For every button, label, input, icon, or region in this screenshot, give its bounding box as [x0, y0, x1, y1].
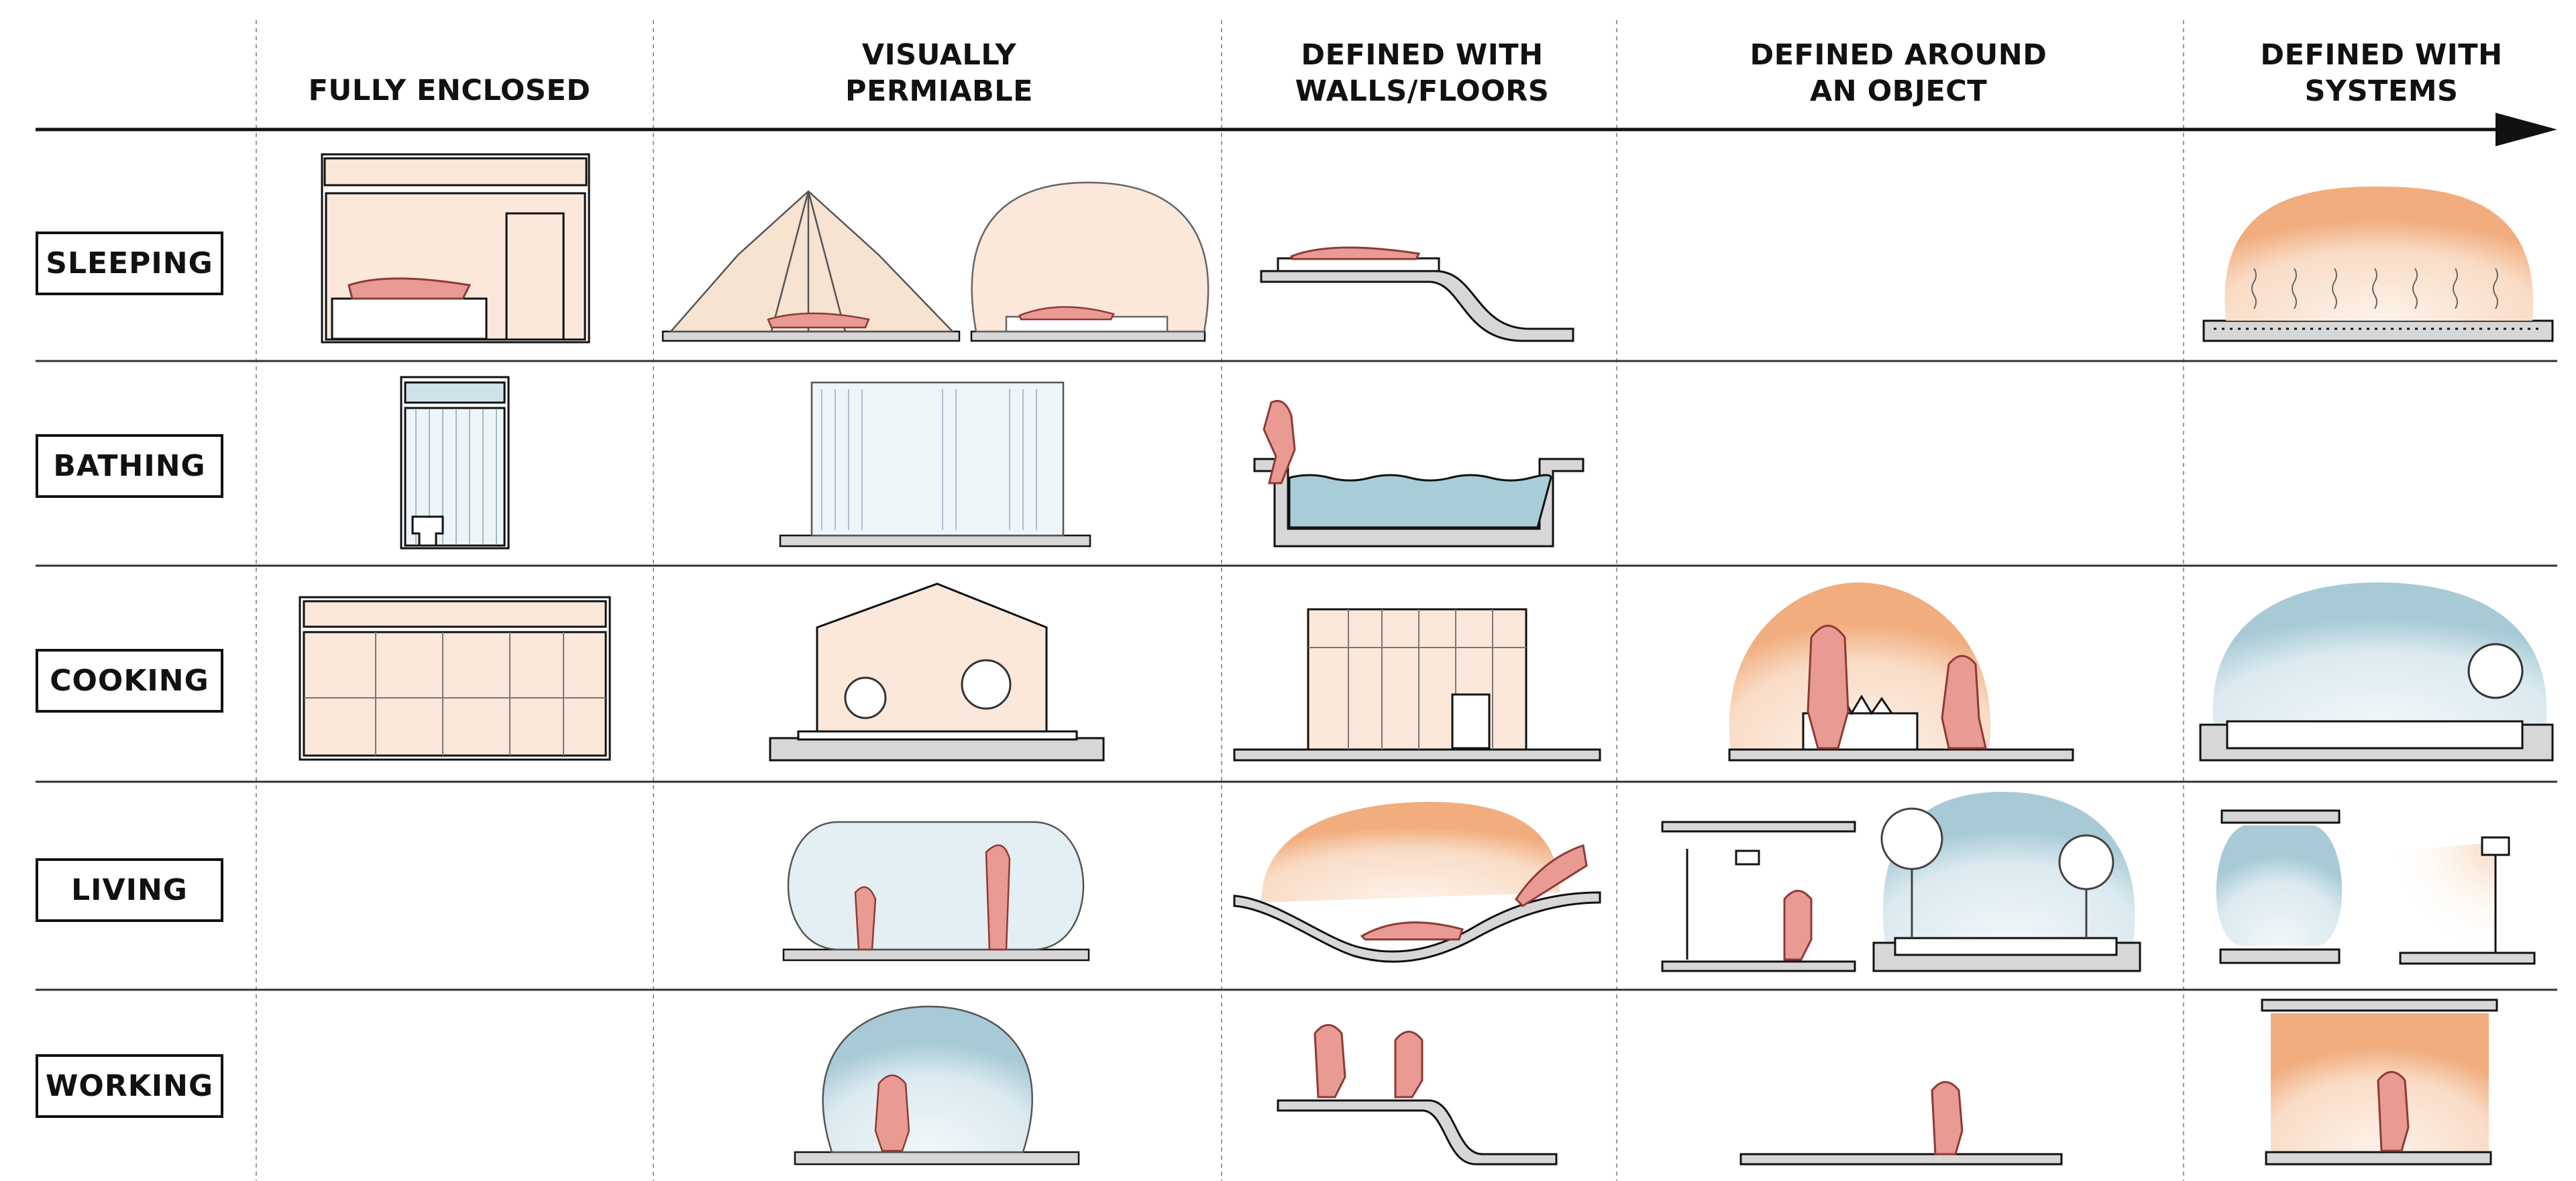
working-systems-cafe — [2261, 998, 2498, 1166]
working-desk-object — [1739, 1081, 2063, 1166]
row-label-cooking: COOKING — [36, 649, 223, 713]
row-label-bathing: BATHING — [36, 434, 223, 498]
row-label-sleeping: SLEEPING — [36, 232, 223, 295]
column-header-visually-permiable: VISUALLY PERMIABLE — [845, 38, 1034, 108]
living-garden-dome — [1872, 792, 2141, 972]
living-curved-floor — [1233, 802, 1601, 963]
sleeping-tent — [661, 190, 961, 342]
sleeping-systems-dome — [2202, 187, 2554, 342]
column-header-defined-with-walls-floors: DEFINED WITH WALLS/FLOORS — [1295, 38, 1550, 108]
working-curved-floor — [1277, 1024, 1558, 1166]
column-dividers — [256, 20, 2184, 1181]
cooking-kitchen-walls — [1233, 608, 1601, 762]
cooking-systems-dome — [2199, 582, 2554, 762]
column-header-fully-enclosed: FULLY ENCLOSED — [308, 74, 591, 107]
sleeping-enclosed-room — [321, 153, 590, 344]
living-capsule — [782, 821, 1090, 962]
column-header-defined-with-systems: DEFINED WITH SYSTEMS — [2260, 38, 2503, 108]
living-systems-pod — [2216, 809, 2536, 965]
bathing-pool — [1253, 400, 1585, 548]
bathing-curtain-showers — [779, 381, 1091, 548]
cooking-greenhouse — [769, 582, 1105, 762]
column-header-defined-around-an-object: DEFINED AROUND AN OBJECT — [1750, 38, 2047, 108]
working-bubble — [794, 1005, 1080, 1166]
sleeping-bubble — [970, 181, 1210, 342]
row-label-working: WORKING — [36, 1054, 223, 1118]
row-separators — [36, 360, 2557, 991]
axis-arrow — [36, 113, 2557, 146]
bathing-enclosed-room — [400, 376, 510, 550]
cooking-fire-dome — [1728, 582, 2074, 762]
sleeping-curved-floor — [1260, 246, 1574, 342]
cooking-enclosed-kitchen — [299, 596, 611, 761]
row-label-living: LIVING — [36, 858, 223, 922]
living-projector — [1661, 821, 1856, 972]
